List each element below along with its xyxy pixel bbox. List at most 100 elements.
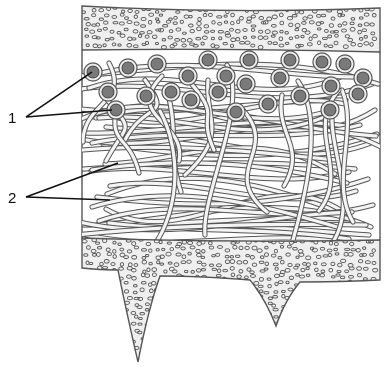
bottom-cell: [253, 353, 256, 356]
bottom-cell: [174, 331, 177, 333]
top-cell: [170, 6, 174, 9]
bottom-cell: [373, 289, 378, 292]
bottom-cell: [294, 319, 299, 323]
bottom-cell: [356, 325, 359, 328]
top-cell: [322, 6, 325, 10]
bottom-cell: [343, 333, 347, 335]
bottom-cell: [278, 332, 282, 335]
bottom-cell: [345, 326, 349, 329]
bottom-cell: [294, 297, 298, 299]
bottom-cell: [357, 350, 361, 353]
bottom-cell: [99, 320, 104, 323]
bottom-cell: [370, 347, 374, 350]
bottom-cell: [372, 325, 376, 328]
bottom-cell: [239, 317, 243, 319]
granule-nucleus: [294, 90, 306, 102]
bottom-cell: [251, 348, 255, 351]
bottom-cell: [294, 291, 299, 294]
bottom-cell: [164, 281, 167, 284]
bottom-cell: [341, 284, 345, 286]
bottom-cell: [365, 352, 368, 354]
bottom-cell: [342, 340, 346, 344]
bottom-cell: [120, 351, 124, 354]
bottom-cell: [279, 337, 284, 340]
bottom-cell: [177, 320, 181, 323]
bottom-cell: [247, 305, 252, 308]
bottom-cell: [292, 354, 297, 357]
bottom-cell: [351, 353, 355, 355]
bottom-cell: [155, 319, 159, 323]
bottom-cell: [182, 290, 187, 292]
bottom-cell: [82, 315, 86, 319]
bottom-cell: [303, 285, 307, 288]
granule-nucleus: [324, 104, 336, 116]
bottom-cell: [100, 344, 105, 348]
bottom-cell: [237, 296, 242, 300]
granule-nucleus: [230, 106, 242, 118]
bottom-cell: [222, 340, 225, 343]
granule-nucleus: [352, 88, 364, 100]
bottom-cell: [211, 284, 215, 287]
bottom-cell: [166, 277, 171, 279]
bottom-cell: [114, 338, 118, 342]
bottom-cell: [230, 283, 234, 286]
bottom-cell: [331, 306, 334, 309]
bottom-cell: [357, 281, 361, 284]
bottom-cell: [149, 316, 152, 320]
bottom-cell: [184, 339, 188, 342]
bottom-cell: [337, 346, 341, 349]
bottom-cell: [189, 341, 193, 344]
bottom-cell: [282, 350, 287, 353]
bottom-cell: [321, 338, 326, 342]
bottom-cell: [330, 330, 335, 333]
bottom-cell: [267, 318, 272, 320]
bottom-cell: [223, 325, 228, 329]
bottom-cell: [238, 353, 242, 357]
granule-nucleus: [165, 86, 177, 98]
bottom-cell: [233, 317, 236, 320]
bottom-cell: [97, 276, 102, 278]
bottom-cell: [113, 291, 116, 294]
bottom-cell: [365, 343, 370, 346]
bottom-cell: [204, 336, 209, 339]
bottom-cell: [349, 346, 352, 349]
bottom-cell: [233, 330, 237, 333]
bottom-cell: [110, 348, 114, 351]
bottom-cell: [219, 302, 223, 305]
bottom-cell: [166, 304, 169, 306]
bottom-cell: [336, 331, 340, 335]
bottom-cell: [282, 323, 286, 326]
bottom-cell: [188, 311, 193, 314]
bottom-cell: [153, 329, 157, 332]
fiber-layer: [70, 50, 383, 258]
bottom-cell: [160, 309, 164, 312]
bottom-cell: [196, 312, 200, 315]
bottom-cell: [232, 302, 237, 306]
bottom-cell: [310, 343, 315, 346]
bottom-cell: [197, 354, 201, 357]
top-cell: [212, 8, 217, 11]
bottom-cell: [287, 336, 290, 340]
bottom-cell: [355, 290, 360, 293]
bottom-cell: [85, 281, 89, 283]
bottom-cell: [149, 344, 154, 347]
bottom-cell: [167, 298, 172, 301]
bottom-cell: [320, 301, 324, 305]
bottom-cell: [212, 333, 216, 336]
bottom-cell: [111, 333, 115, 336]
bottom-cell: [247, 331, 251, 334]
bottom-cell: [244, 296, 248, 298]
bottom-cell: [333, 289, 338, 292]
bottom-cell: [234, 294, 237, 297]
bottom-cell: [223, 298, 227, 301]
bottom-cell: [92, 298, 96, 302]
bottom-cell: [316, 290, 320, 294]
bottom-cell: [187, 317, 192, 320]
bottom-cell: [267, 326, 271, 329]
bottom-cell: [334, 311, 337, 314]
granule-nucleus: [151, 58, 163, 70]
bottom-cell: [85, 310, 90, 313]
bottom-cell: [121, 326, 126, 328]
bottom-cell: [330, 296, 335, 299]
bottom-cell: [175, 325, 180, 327]
